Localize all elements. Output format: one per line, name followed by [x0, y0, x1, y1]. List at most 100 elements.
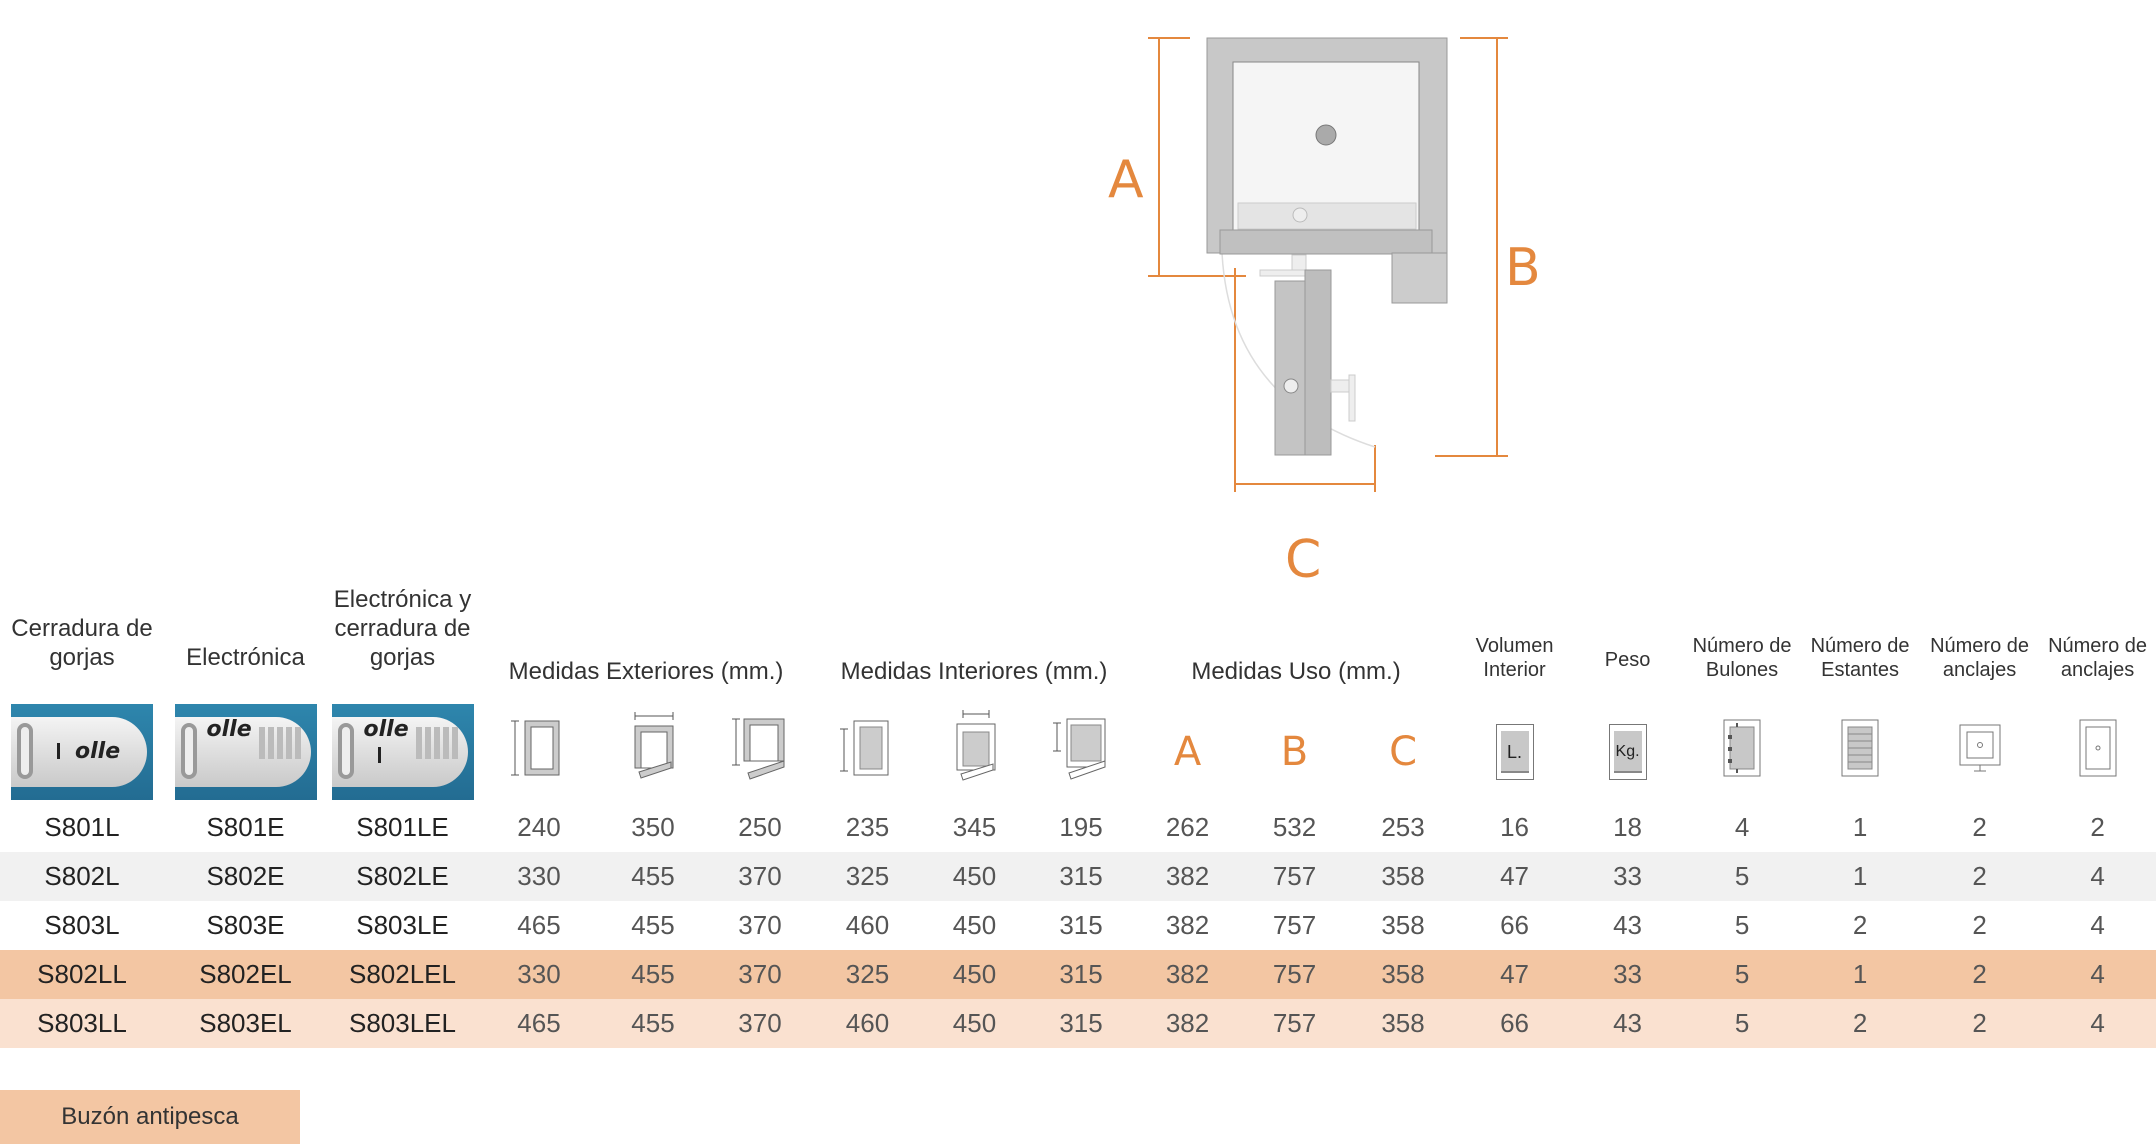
model-cell: S802E	[164, 852, 327, 901]
value-cell: 358	[1348, 950, 1459, 999]
value-cell: 4	[2039, 950, 2156, 999]
model-cell: S803L	[44, 910, 120, 940]
key-lock-image: olle	[11, 703, 153, 800]
value-cell: 450	[952, 910, 997, 940]
value-cell: 330	[478, 852, 600, 901]
value-cell: 5	[1734, 910, 1750, 940]
value-cell: 532	[1272, 812, 1317, 842]
value-cell: 382	[1134, 852, 1242, 901]
value-cell: 382	[1134, 999, 1242, 1048]
value-cell: 465	[517, 910, 561, 940]
floor-anchors-icon	[1959, 724, 2001, 772]
header-shelves: Número de Estantes	[1810, 635, 1910, 681]
value-cell: 47	[1458, 852, 1572, 901]
dimension-label-c: C	[1285, 530, 1322, 590]
value-cell: 455	[600, 950, 706, 999]
value-cell: 4	[2039, 852, 2156, 901]
value-cell: 358	[1348, 852, 1459, 901]
shelves-icon	[1841, 719, 1879, 777]
interior-height-icon	[839, 720, 888, 776]
model-cell: S802L	[0, 852, 164, 901]
value-cell: 2	[1920, 852, 2040, 901]
icon-row: olle olle olle A B C L. Kg.	[0, 700, 2156, 803]
value-cell: 382	[1134, 950, 1242, 999]
value-cell: 47	[1458, 950, 1572, 999]
value-cell: 4	[2039, 999, 2156, 1048]
weight-icon: Kg.	[1608, 723, 1647, 780]
value-cell: 195	[1059, 812, 1103, 842]
value-cell: 465	[478, 999, 600, 1048]
value-cell: 250	[738, 812, 782, 842]
value-cell: 757	[1241, 852, 1349, 901]
value-cell: 358	[1348, 999, 1459, 1048]
header-lock-electronic: Electrónica	[186, 644, 305, 671]
value-cell: 315	[1028, 950, 1135, 999]
usage-b-label: B	[1280, 728, 1309, 775]
value-cell: 757	[1272, 910, 1317, 940]
value-cell: 33	[1571, 950, 1685, 999]
safe-drawing	[1148, 37, 1508, 492]
value-cell: 315	[1028, 999, 1135, 1048]
header-weight: Peso	[1604, 649, 1651, 671]
value-cell: 350	[631, 812, 675, 842]
value-cell: 358	[1381, 910, 1425, 940]
value-cell: 325	[814, 852, 921, 901]
value-cell: 2	[1920, 950, 2040, 999]
value-cell: 262	[1165, 812, 1210, 842]
header-lock-combined: Electrónica y cerradura de gorjas	[333, 586, 472, 671]
value-cell: 455	[631, 910, 675, 940]
value-cell: 450	[921, 852, 1028, 901]
model-cell: S801LE	[356, 812, 449, 842]
value-cell: 325	[814, 950, 921, 999]
value-cell: 66	[1458, 999, 1572, 1048]
combined-lock-image: olle	[331, 703, 474, 800]
model-cell: S803LEL	[327, 999, 478, 1048]
value-cell: 1	[1800, 950, 1921, 999]
value-cell: 66	[1500, 910, 1529, 940]
value-cell: 16	[1500, 812, 1529, 842]
value-cell: 757	[1241, 999, 1349, 1048]
bolts-icon	[1723, 719, 1761, 777]
buzon-antipesca-button[interactable]: Buzón antipesca	[0, 1090, 300, 1144]
header-usage: Medidas Uso (mm.)	[1191, 658, 1401, 685]
value-cell: 2	[1852, 910, 1868, 940]
value-cell: 5	[1684, 950, 1801, 999]
exterior-depth-icon	[732, 718, 785, 780]
value-cell: 4	[1734, 812, 1750, 842]
value-cell: 370	[706, 950, 814, 999]
interior-width-icon	[956, 710, 995, 781]
header-row: Cerradura de gorjas Electrónica Electrón…	[0, 585, 2156, 700]
model-cell: S802LEL	[327, 950, 478, 999]
exterior-width-icon	[634, 712, 674, 779]
interior-depth-icon	[1053, 718, 1106, 780]
value-cell: 1	[1852, 812, 1868, 842]
value-cell: 43	[1613, 910, 1642, 940]
value-cell: 455	[600, 999, 706, 1048]
electronic-lock-image: olle	[174, 703, 317, 800]
header-volume: Volumen Interior	[1475, 635, 1554, 681]
value-cell: 382	[1165, 910, 1210, 940]
value-cell: 235	[845, 812, 890, 842]
value-cell: 1	[1800, 852, 1921, 901]
model-cell: S802LE	[327, 852, 478, 901]
value-cell: 370	[706, 852, 814, 901]
value-cell: 2	[1800, 999, 1921, 1048]
model-cell: S801E	[206, 812, 285, 842]
value-cell: 240	[517, 812, 561, 842]
value-cell: 330	[478, 950, 600, 999]
header-anchors-2: Número de anclajes	[2048, 635, 2148, 681]
model-cell: S803E	[206, 910, 285, 940]
value-cell: 2	[1972, 910, 1987, 940]
dimension-label-b: B	[1505, 238, 1541, 298]
value-cell: 345	[952, 812, 997, 842]
value-cell: 2	[1972, 812, 1987, 842]
value-cell: 2	[1920, 999, 2040, 1048]
value-cell: 450	[921, 950, 1028, 999]
value-cell: 33	[1571, 852, 1685, 901]
usage-c-label: C	[1389, 728, 1417, 775]
